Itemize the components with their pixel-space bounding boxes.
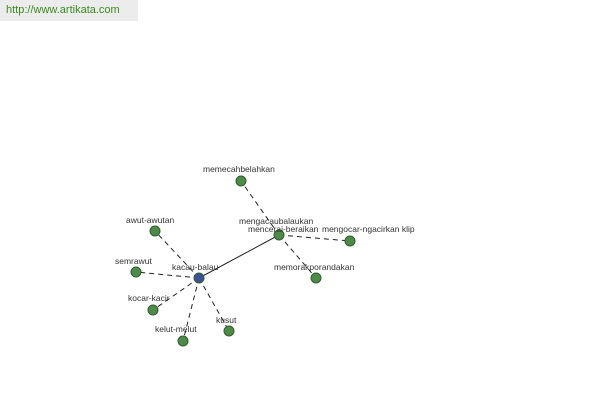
node-mengacaubalaukan[interactable] <box>273 229 285 241</box>
edge-kacau-balau-mengacaubalaukan <box>198 234 280 279</box>
edge-kacau-balau-kocar-kacir <box>152 277 200 311</box>
edge-mengacaubalaukan-memorakporandakan <box>278 234 317 279</box>
edges-layer <box>135 180 351 342</box>
site-url-link[interactable]: http://www.artikata.com <box>6 4 120 16</box>
node-kacau-balau[interactable] <box>193 272 205 284</box>
edge-mengacaubalaukan-mengocar-ngacirkan <box>278 234 351 242</box>
node-kocar-kacir[interactable] <box>147 304 159 316</box>
nodes-layer <box>130 175 356 347</box>
edge-kacau-balau-awut-awutan <box>154 230 200 279</box>
url-bar: http://www.artikata.com <box>0 0 138 21</box>
node-mengocar-ngacirkan[interactable] <box>344 235 356 247</box>
node-label-kocar-kacir[interactable]: kocar-kacir <box>128 293 170 303</box>
edge-kacau-balau-kusut <box>198 277 230 332</box>
labels-layer: kacau-balau mengacaubalaukanmencerai-bera… <box>115 164 415 334</box>
edge-kacau-balau-semrawut <box>135 271 200 279</box>
node-label-memorakporandakan[interactable]: memorakporandakan <box>274 262 355 272</box>
node-label-mengocar-ngacirkan[interactable]: mengocar-ngacirkan klip <box>322 224 415 234</box>
node-label-awut-awutan[interactable]: awut-awutan <box>126 215 174 225</box>
node-label-memecahbelahkan[interactable]: memecahbelahkan <box>203 164 275 174</box>
node-label-mencerai-beraikan[interactable]: mencerai-beraikan <box>248 224 319 234</box>
node-semrawut[interactable] <box>130 266 142 278</box>
node-kusut[interactable] <box>223 325 235 337</box>
node-label-semrawut[interactable]: semrawut <box>115 256 152 266</box>
node-label-kelut-melut[interactable]: kelut-melut <box>155 324 197 334</box>
edge-mengacaubalaukan-memecahbelahkan <box>240 180 280 236</box>
node-memorakporandakan[interactable] <box>310 272 322 284</box>
node-label-kusut[interactable]: kusut <box>216 315 237 325</box>
node-label-mengacaubalaukan[interactable]: mengacaubalaukan <box>239 216 313 226</box>
node-kelut-melut[interactable] <box>177 335 189 347</box>
node-memecahbelahkan[interactable] <box>235 175 247 187</box>
node-label-kacau-balau[interactable]: kacau-balau <box>172 262 219 272</box>
edge-kacau-balau-kelut-melut <box>182 277 200 342</box>
node-awut-awutan[interactable] <box>149 225 161 237</box>
